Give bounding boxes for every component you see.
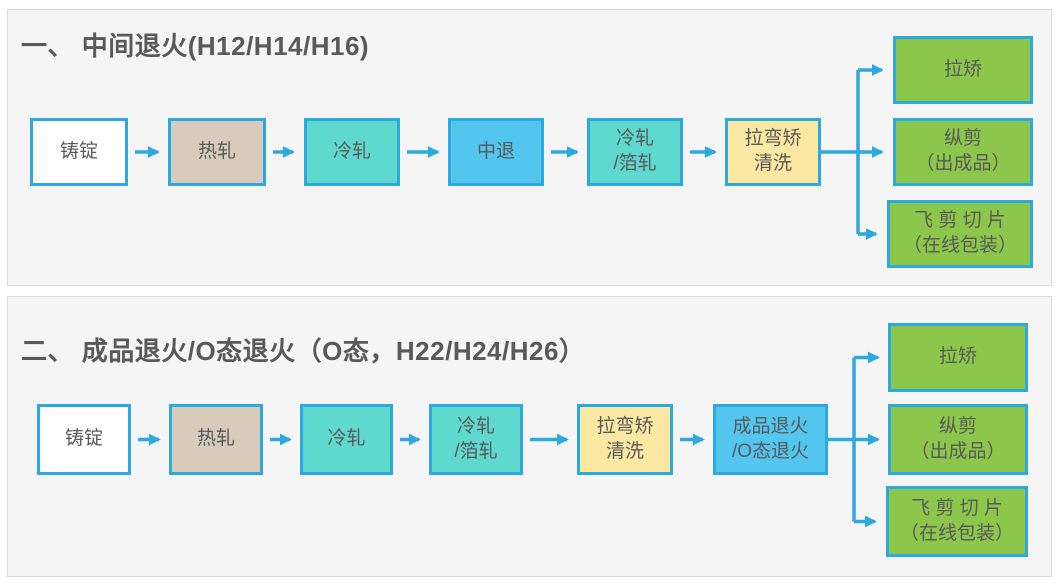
- output-slitting: 纵剪 （出成品）: [893, 118, 1033, 186]
- output-stretch-straightening: 拉矫: [893, 36, 1033, 104]
- panel-title: 一、 中间退火(H12/H14/H16): [21, 31, 370, 61]
- step-cold-foil-rolling: 冷轧 /箔轧: [587, 118, 683, 186]
- step-casting-ingot: 铸锭: [30, 118, 128, 186]
- output-fly-shear-cutting: 飞 剪 切 片 （在线包装）: [886, 486, 1028, 557]
- step-cold-rolling: 冷轧: [300, 404, 393, 475]
- step-hot-rolling: 热轧: [168, 118, 266, 186]
- step-hot-rolling: 热轧: [169, 404, 263, 475]
- output-fly-shear-cutting: 飞 剪 切 片 （在线包装）: [887, 200, 1033, 268]
- step-intermediate-annealing: 中退: [448, 118, 544, 186]
- panel-final-annealing: 二、 成品退火/O态退火（O态，H22/H24/H26） 铸锭 热轧 冷轧 冷轧…: [7, 296, 1052, 577]
- step-final-o-temper-annealing: 成品退火 /O态退火: [713, 404, 828, 475]
- step-cold-rolling: 冷轧: [304, 118, 400, 186]
- step-stretch-bend-cleaning: 拉弯矫 清洗: [725, 118, 821, 186]
- output-slitting: 纵剪 （出成品）: [888, 404, 1028, 475]
- step-stretch-bend-cleaning: 拉弯矫 清洗: [577, 404, 673, 475]
- step-casting-ingot: 铸锭: [37, 404, 131, 475]
- panel-intermediate-annealing: 一、 中间退火(H12/H14/H16) 铸锭 热轧 冷轧 中退 冷轧 /箔轧 …: [7, 9, 1052, 286]
- output-stretch-straightening: 拉矫: [888, 323, 1028, 392]
- panel-title: 二、 成品退火/O态退火（O态，H22/H24/H26）: [21, 336, 586, 366]
- step-cold-foil-rolling: 冷轧 /箔轧: [429, 404, 523, 475]
